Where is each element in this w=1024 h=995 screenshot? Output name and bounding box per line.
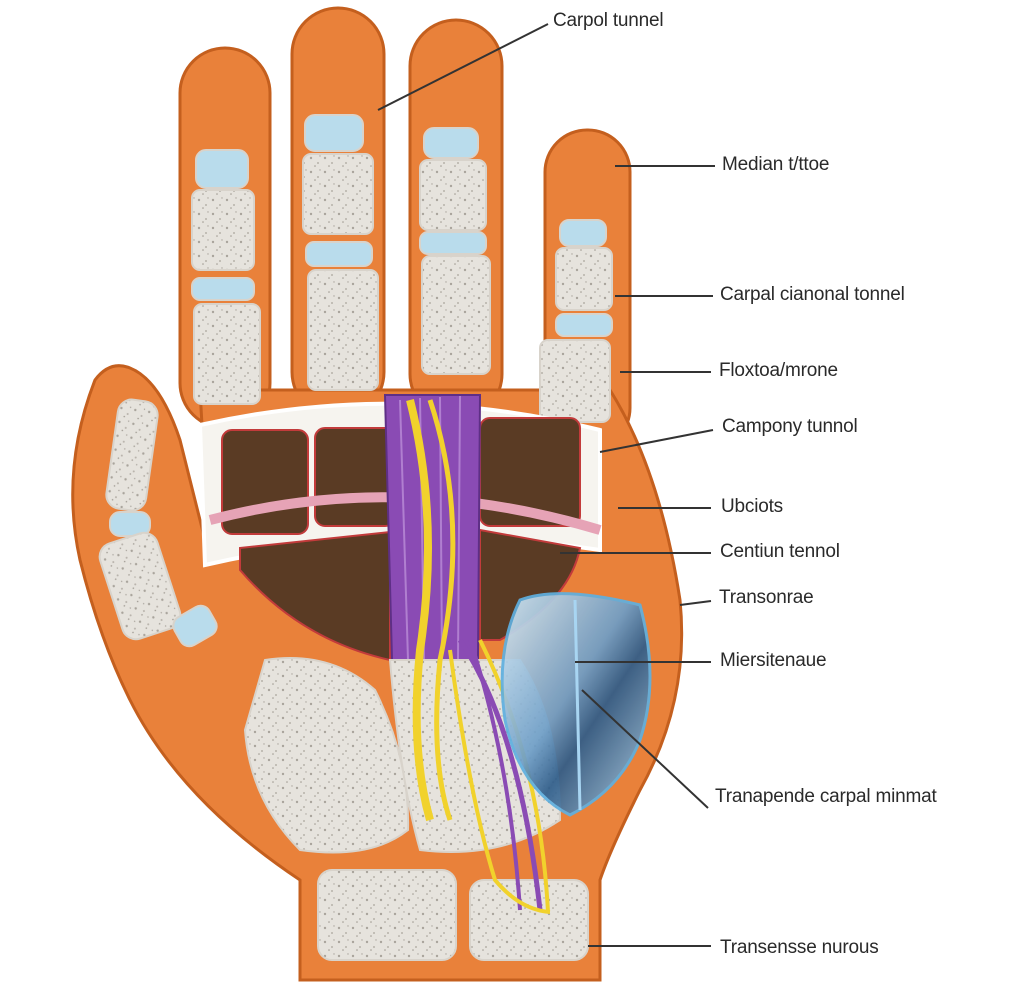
label-campony: Campony tunnol — [722, 416, 858, 437]
label-tranapende: Tranapende carpal minmat — [715, 786, 937, 807]
label-miersitenaue: Miersitenaue — [720, 650, 827, 671]
label-median: Median t/ttoe — [722, 154, 830, 175]
label-centiun: Centiun tennol — [720, 541, 840, 562]
nerve-bundle — [406, 399, 551, 914]
label-transonrae: Transonrae — [719, 587, 814, 608]
label-ubciots: Ubciots — [721, 496, 783, 517]
label-carpal-tunnel: Carpol tunnel — [553, 10, 664, 31]
label-transensse: Transensse nurous — [720, 937, 879, 958]
carpal-region — [197, 394, 602, 662]
cyst-structure — [500, 592, 652, 817]
finger-bones — [98, 114, 613, 648]
label-flexor: Floxtoa/mrone — [719, 360, 838, 381]
label-carpal-canal: Carpal cianonal tonnel — [720, 284, 905, 305]
leader-lines — [377, 23, 715, 947]
